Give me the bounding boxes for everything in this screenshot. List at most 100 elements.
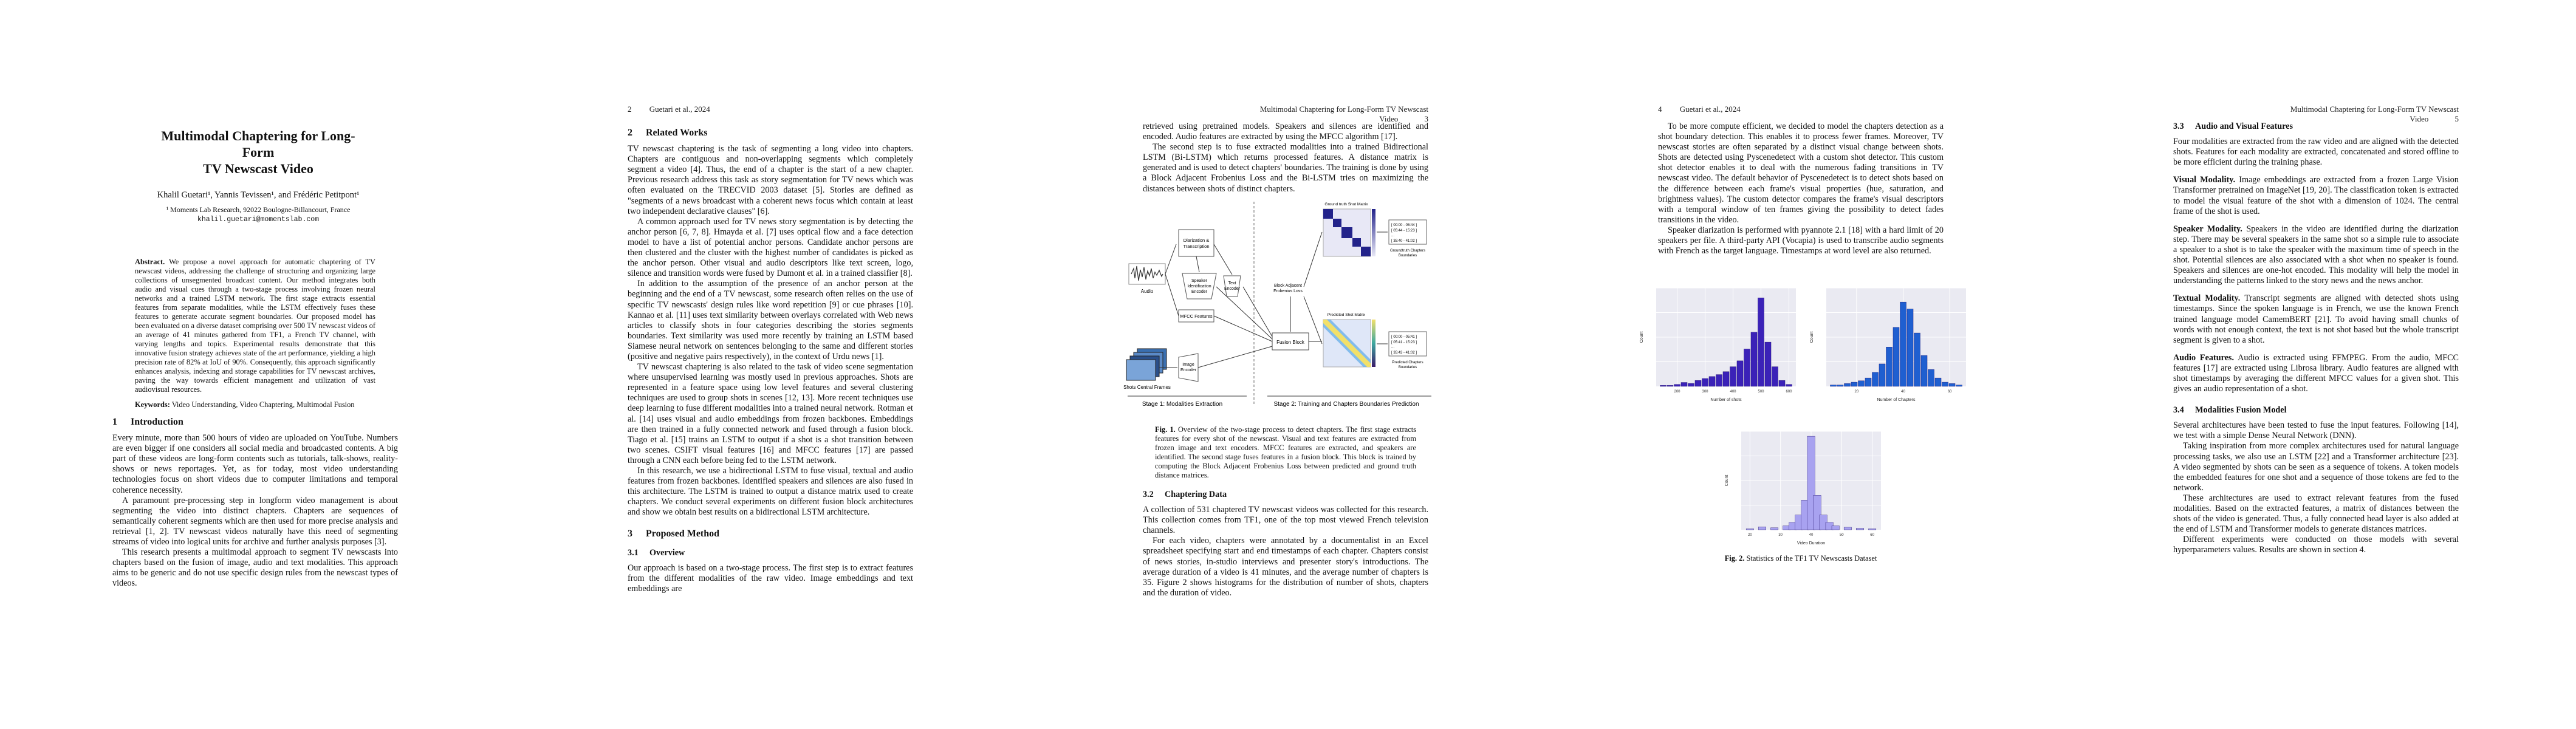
histogram-bar <box>1772 366 1778 387</box>
mfcc-box: MFCC Features <box>1178 309 1214 323</box>
subsection-number: 3.2 <box>1143 490 1154 499</box>
paragraph: To be more compute efficient, we decided… <box>1658 122 1944 225</box>
paragraph: For each video, chapters were annotated … <box>1143 536 1428 598</box>
histogram-bar <box>1778 380 1786 387</box>
x-tick-label: 40 <box>1809 533 1814 537</box>
histogram-bar <box>1920 355 1928 387</box>
histogram-bar <box>1807 436 1815 530</box>
para-title: Speaker Modality. <box>2173 224 2242 234</box>
fig-caption-text: Statistics of the TF1 TV Newscasts Datas… <box>1746 554 1877 563</box>
histogram-bar <box>1879 363 1886 387</box>
section-number: 1 <box>112 417 117 427</box>
gt-time-1: [ 05:44 - 15:23 ] <box>1391 229 1417 233</box>
paragraph: Several architectures have been tested t… <box>2173 420 2459 441</box>
histogram-bar <box>1750 332 1758 387</box>
running-head: Multimodal Chaptering for Long-Form TV N… <box>1240 104 1428 124</box>
histogram-bar <box>1858 380 1865 387</box>
paragraph: TV newscast chaptering is the task of se… <box>628 144 913 216</box>
visual-modality-paragraph: Visual Modality. Image embeddings are ex… <box>2173 175 2459 216</box>
title-line-1: Multimodal Chaptering for Long-Form <box>161 128 355 160</box>
running-head: 2 Guetari et al., 2024 <box>628 104 710 114</box>
gt-times: [ 00:00 - 05:44 ] [ 05:44 - 15:23 ] ... … <box>1388 219 1427 258</box>
histogram-bar <box>1786 384 1792 387</box>
y-axis-label: Count <box>1640 332 1644 343</box>
figure-2-caption: Fig. 2. Statistics of the TF1 TV Newscas… <box>1658 554 1944 563</box>
paragraph: In this research, we use a bidirectional… <box>628 466 913 518</box>
subsection-title: Modalities Fusion Model <box>2195 405 2287 416</box>
figure-1-pipeline: Audio Diarization &Transcription Speaker… <box>1123 202 1431 408</box>
subsection-title: Audio and Visual Features <box>2195 122 2293 131</box>
histogram-bar <box>1660 385 1667 387</box>
svg-text:Ground truth Shot Matrix: Ground truth Shot Matrix <box>1324 202 1368 207</box>
x-axis-label: Number of shots <box>1710 398 1742 402</box>
section-title: Proposed Method <box>646 529 720 539</box>
page-number: 5 <box>2454 114 2459 123</box>
histogram-bar <box>1764 341 1772 387</box>
histogram-bar <box>1730 366 1736 387</box>
histogram-bar <box>1813 495 1821 530</box>
histogram-bar <box>1736 360 1744 387</box>
subsection-heading: 3.2 Chaptering Data <box>1143 490 1428 500</box>
histogram-bar <box>1956 385 1962 387</box>
title-line-2: TV Newscast Video <box>203 161 313 176</box>
running-head-text: Guetari et al., 2024 <box>649 104 710 114</box>
x-tick-label: 300 <box>1702 390 1708 394</box>
section-number: 2 <box>628 128 632 138</box>
subsection-title: Chaptering Data <box>1165 490 1227 499</box>
diarization-label: Diarization &Transcription <box>1183 238 1209 249</box>
stage2-label: Stage 2: Training and Chapters Boundarie… <box>1273 401 1419 408</box>
running-head-text: Multimodal Chaptering for Long-Form TV N… <box>2290 104 2459 123</box>
title-block: Multimodal Chaptering for Long-Form TV N… <box>149 128 368 224</box>
x-axis-label: Number of Chapters <box>1877 398 1916 402</box>
histogram-bar <box>1914 332 1920 387</box>
histogram-bar <box>1865 377 1872 387</box>
paragraph: Every minute, more than 500 hours of vid… <box>112 433 398 495</box>
paragraph: These architectures are used to extract … <box>2173 493 2459 535</box>
paragraph: retrieved using pretrained models. Speak… <box>1143 122 1428 142</box>
histogram-bar <box>1667 385 1674 387</box>
gt-matrix: Ground truth Shot Matrix <box>1323 202 1375 257</box>
histogram-bar <box>1688 383 1694 387</box>
x-tick-label: 30 <box>1778 533 1783 537</box>
svg-text:Predicted Shot Matrix: Predicted Shot Matrix <box>1327 313 1366 317</box>
x-tick-label: 500 <box>1758 390 1764 394</box>
authors: Khalil Guetari¹, Yannis Tevissen¹, and F… <box>157 190 360 200</box>
page-5: Multimodal Chaptering for Long-Form TV N… <box>2061 0 2576 729</box>
x-axis-label: Video Duration <box>1797 541 1825 546</box>
audio-features-paragraph: Audio Features. Audio is extracted using… <box>2173 353 2459 394</box>
stage1-label: Stage 1: Modalities Extraction <box>1142 401 1222 408</box>
x-tick-label: 20 <box>1748 533 1752 537</box>
page-3: Multimodal Chaptering for Long-Form TV N… <box>1030 0 1546 729</box>
running-head: Multimodal Chaptering for Long-Form TV N… <box>2270 104 2459 124</box>
svg-text:Shots Central Frames: Shots Central Frames <box>1123 385 1171 390</box>
paragraph: TV newscast chaptering is also related t… <box>628 362 913 465</box>
histogram-bar <box>1843 527 1852 530</box>
paragraph: Four modalities are extracted from the r… <box>2173 137 2459 168</box>
paragraph: A collection of 531 chaptered TV newscas… <box>1143 505 1428 536</box>
histogram-bar <box>1934 377 1942 387</box>
para-text: Speakers in the video are identified dur… <box>2173 224 2459 286</box>
page-4: 4 Guetari et al., 2024 To be more comput… <box>1546 0 2061 729</box>
paragraph: Taking inspiration from more complex arc… <box>2173 441 2459 493</box>
histogram-bar <box>1851 382 1858 387</box>
histogram-bar <box>1745 529 1754 530</box>
paragraph: In addition to the assumption of the pre… <box>628 279 913 361</box>
diarization-box: Diarization &Transcription <box>1178 229 1214 257</box>
gt-time-2: ... <box>1391 234 1394 238</box>
running-head: 4 Guetari et al., 2024 <box>1658 104 1741 114</box>
keywords: Keywords: Video Understanding, Video Cha… <box>135 400 375 409</box>
pred-time-2: ... <box>1391 346 1394 349</box>
abstract: Abstract. We propose a novel approach fo… <box>135 258 375 394</box>
x-tick-label: 40 <box>1901 390 1905 394</box>
histogram-bar <box>1722 371 1730 387</box>
